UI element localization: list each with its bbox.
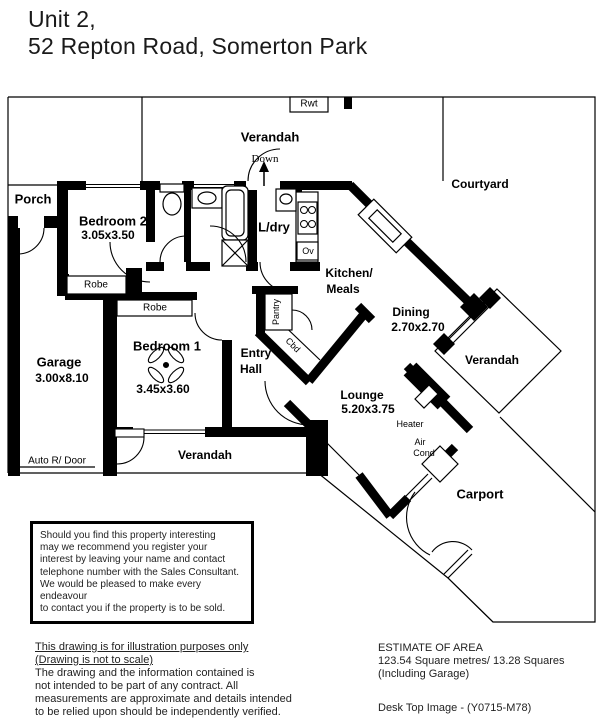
label-air-cond-line2: Cond [413,448,435,458]
cooktop-burners [300,206,316,228]
page-title-line1: Unit 2, [28,6,96,32]
label-kitchen-line1: Kitchen/ [325,266,373,280]
label-entry-line1: Entry [240,346,272,360]
notice-line: may we recommend you register your [40,542,208,554]
label-pantry: Pantry [271,298,281,326]
estimate-line2: (Including Garage) [378,668,470,680]
cabinetry [66,191,319,331]
estimate-heading: ESTIMATE OF AREA [378,642,483,654]
label-down: Down [251,153,279,165]
page-title-line2: 52 Repton Road, Somerton Park [28,33,368,59]
label-carport: Carport [456,486,504,502]
label-heater: Heater [396,419,424,429]
notice-line: to contact you if the property is to be … [40,603,226,615]
label-oven: Ov [302,246,314,256]
disclaimer-underlined-line: This drawing is for illustration purpose… [35,641,249,653]
credit-text: Desk Top Image - (Y0715-M78) [378,702,532,714]
air-conditioner-unit [421,445,459,483]
label-auto-roller-door: Auto R/ Door [28,455,86,467]
fireplace-mass [403,362,451,410]
label-laundry: L/dry [258,219,290,235]
bathroom-fixtures [159,183,297,267]
down-arrow [259,161,269,186]
label-entry-line2: Hall [239,362,263,376]
label-verandah-top: Verandah [240,129,300,145]
disclaimer-line: The drawing and the information containe… [35,667,255,679]
heater-unit [414,384,439,409]
disclaimer-underlined-line: (Drawing is not to scale) [35,654,153,666]
disclaimer-line: measurements are approximate and details… [35,693,292,705]
sales-notice-box: Should you find this property interestin… [30,521,254,625]
label-bedroom1: Bedroom 1 [133,338,201,354]
label-air-cond-line1: Air [414,437,426,447]
label-dining-dims: 2.70x2.70 [391,320,445,334]
label-lounge: Lounge [340,388,384,402]
disclaimer-line: not intended to be part of any contract.… [35,680,239,692]
label-verandah-right: Verandah [464,353,520,367]
estimate-of-area: ESTIMATE OF AREA 123.54 Square metres/ 1… [378,642,565,681]
verandah-carport-outline [434,288,596,623]
notice-line: interest by leaving your name and contac… [40,554,226,566]
label-kitchen-line2: Meals [326,282,360,296]
door-swings [17,148,473,556]
label-bedroom1-dims: 3.45x3.60 [136,382,190,396]
label-robe-bed1: Robe [143,302,167,314]
disclaimer-text: This drawing is for illustration purpose… [35,641,292,719]
label-verandah-bottom: Verandah [177,448,233,462]
disclaimer-line: to be relied upon should be independentl… [35,706,281,718]
label-dining: Dining [392,305,430,319]
notice-line: We would be pleased to make every endeav… [40,578,202,603]
ceiling-fan [147,346,185,384]
label-rainwater-tank: Rwt [300,98,318,110]
label-bedroom2: Bedroom 2 [79,213,147,229]
label-robe-bed2: Robe [84,279,108,291]
estimate-line1: 123.54 Square metres/ 13.28 Squares [378,655,565,667]
label-garage: Garage [36,354,82,370]
label-lounge-dims: 5.20x3.75 [341,402,395,416]
label-porch: Porch [14,191,52,207]
notice-line: telephone number with the Sales Consulta… [40,566,240,578]
notice-line: Should you find this property interestin… [40,530,216,541]
entry-door-leaf [114,428,145,438]
label-garage-dims: 3.00x8.10 [35,371,89,385]
label-bedroom2-dims: 3.05x3.50 [81,228,135,242]
kitchen-sink [357,198,413,254]
label-courtyard: Courtyard [451,177,509,191]
